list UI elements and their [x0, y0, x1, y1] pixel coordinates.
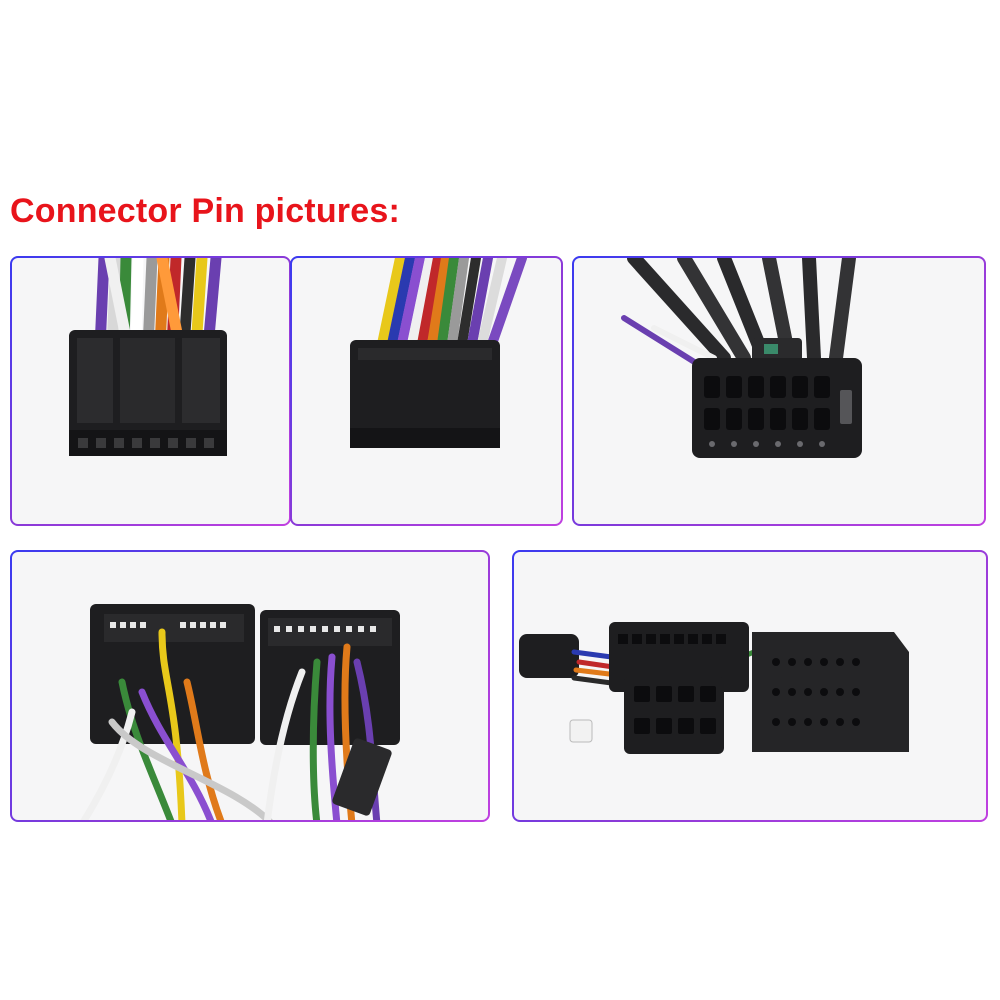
page-title: Connector Pin pictures:	[10, 192, 400, 230]
connector-photo-1	[10, 256, 291, 526]
connector-5-illustration	[519, 622, 909, 754]
connector-4-illustration	[80, 604, 400, 820]
connector-1-illustration	[69, 258, 227, 456]
connector-2-illustration	[350, 258, 527, 448]
connector-3-illustration	[621, 258, 862, 458]
connector-photo-5	[512, 550, 988, 822]
connector-photo-3	[572, 256, 986, 526]
connector-photo-2	[290, 256, 563, 526]
connector-photo-4	[10, 550, 490, 822]
